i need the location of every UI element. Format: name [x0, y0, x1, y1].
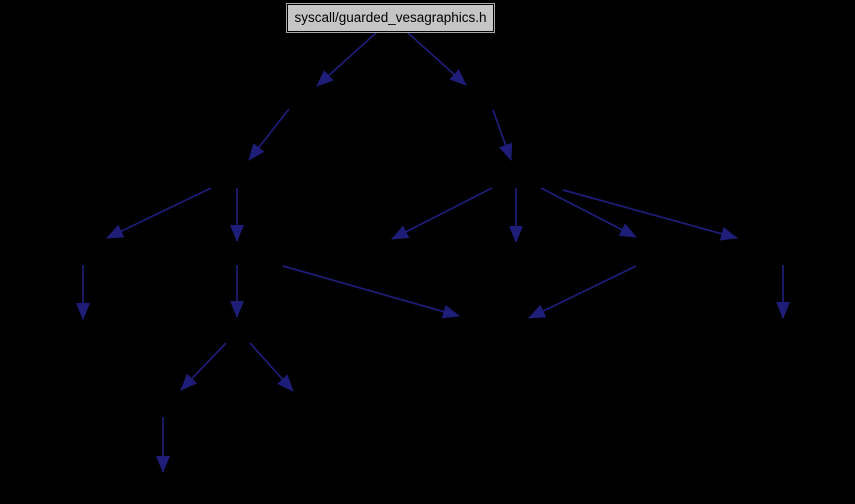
graph-edge-17: [249, 342, 294, 392]
graph-edge-3: [248, 108, 290, 161]
graph-edge-10: [562, 189, 738, 241]
graph-edge-4: [492, 109, 513, 161]
graph-edge-1: [316, 31, 378, 87]
graph-edge-14: [528, 265, 637, 319]
graph-edge-13: [282, 265, 460, 319]
graph-edge-7: [391, 187, 493, 240]
graph-edge-5: [106, 187, 212, 239]
graph-node-root: syscall/guarded_vesagraphics.h: [286, 3, 495, 33]
graph-edge-9: [540, 187, 637, 238]
graph-edge-16: [180, 342, 227, 391]
graph-edge-2: [406, 31, 467, 86]
